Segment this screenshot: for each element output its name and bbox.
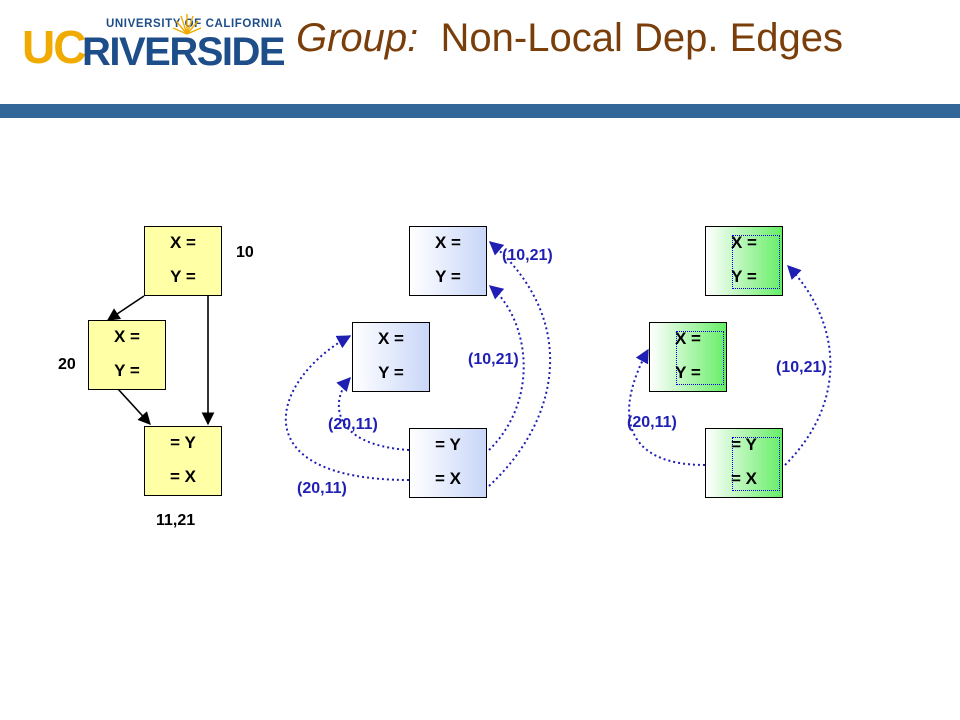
logo-uc-text: UC — [22, 21, 86, 73]
dep-edge-x-to-mid-x — [284, 335, 410, 481]
group-node-mid: X = Y = — [649, 322, 727, 392]
title-text: Non-Local Dep. Edges — [440, 16, 843, 60]
group-inner-box — [732, 437, 780, 491]
group-node-bottom: = Y = X — [705, 428, 783, 498]
group-edge-to-mid — [628, 348, 706, 466]
group-edge-label: (20,11) — [627, 414, 677, 431]
slide-title: Group: Non-Local Dep. Edges — [296, 14, 843, 62]
dep-edge-label: (10,21) — [468, 351, 519, 368]
cfg-label-left: 20 — [58, 356, 76, 373]
group-edge-label: (10,21) — [776, 359, 827, 376]
group-inner-box — [676, 331, 724, 385]
node-line: Y = — [435, 267, 461, 286]
group-edge-to-top — [784, 264, 832, 466]
group-inner-box — [732, 235, 780, 289]
node-line: X = — [114, 327, 140, 346]
logo-riverside-text: RIVERSIDE — [82, 30, 286, 74]
node-line: = Y — [731, 435, 757, 454]
title-divider-bar — [0, 104, 960, 118]
group-node-top: X = Y = — [705, 226, 783, 296]
node-line: X = — [435, 233, 461, 252]
node-line: X = — [170, 233, 196, 252]
cfg-label-bottom: 11,21 — [156, 512, 196, 529]
dep-node-bottom: = Y = X — [409, 428, 487, 498]
node-line: Y = — [675, 363, 701, 382]
node-line: X = — [378, 329, 404, 348]
node-line: Y = — [114, 361, 140, 380]
ucr-logo: UNIVERSITY OF CALIFORNIA UC RIVERSIDE — [22, 14, 286, 84]
logo-sunburst-icon — [172, 14, 202, 35]
cfg-edge-left-to-bottom — [117, 388, 151, 425]
node-line: = Y — [170, 433, 196, 452]
node-line: Y = — [731, 267, 757, 286]
dep-edge-x-to-top-x — [488, 241, 551, 487]
cfg-node-left: X = Y = — [88, 320, 166, 390]
dep-edge-label: (20,11) — [328, 416, 378, 433]
node-line: X = — [731, 233, 757, 252]
cfg-node-top: X = Y = — [144, 226, 222, 296]
node-line: X = — [675, 329, 701, 348]
logo-university-text: UNIVERSITY OF CALIFORNIA — [106, 18, 283, 30]
node-line: Y = — [170, 267, 196, 286]
node-line: Y = — [378, 363, 404, 382]
node-line: = X — [170, 467, 196, 486]
cfg-edge-top-to-left — [106, 295, 145, 321]
title-prefix: Group: — [296, 16, 419, 60]
node-line: = Y — [435, 435, 461, 454]
dep-edge-label: (20,11) — [297, 480, 347, 497]
node-line: = X — [435, 469, 461, 488]
dep-node-mid: X = Y = — [352, 322, 430, 392]
dep-node-top: X = Y = — [409, 226, 487, 296]
cfg-label-top: 10 — [236, 244, 254, 261]
dep-edge-y-to-mid-y — [336, 376, 410, 451]
node-line: = X — [731, 469, 757, 488]
cfg-node-bottom: = Y = X — [144, 426, 222, 496]
dep-edge-y-to-top-y — [488, 285, 525, 451]
dep-edge-label: (10,21) — [502, 247, 553, 264]
